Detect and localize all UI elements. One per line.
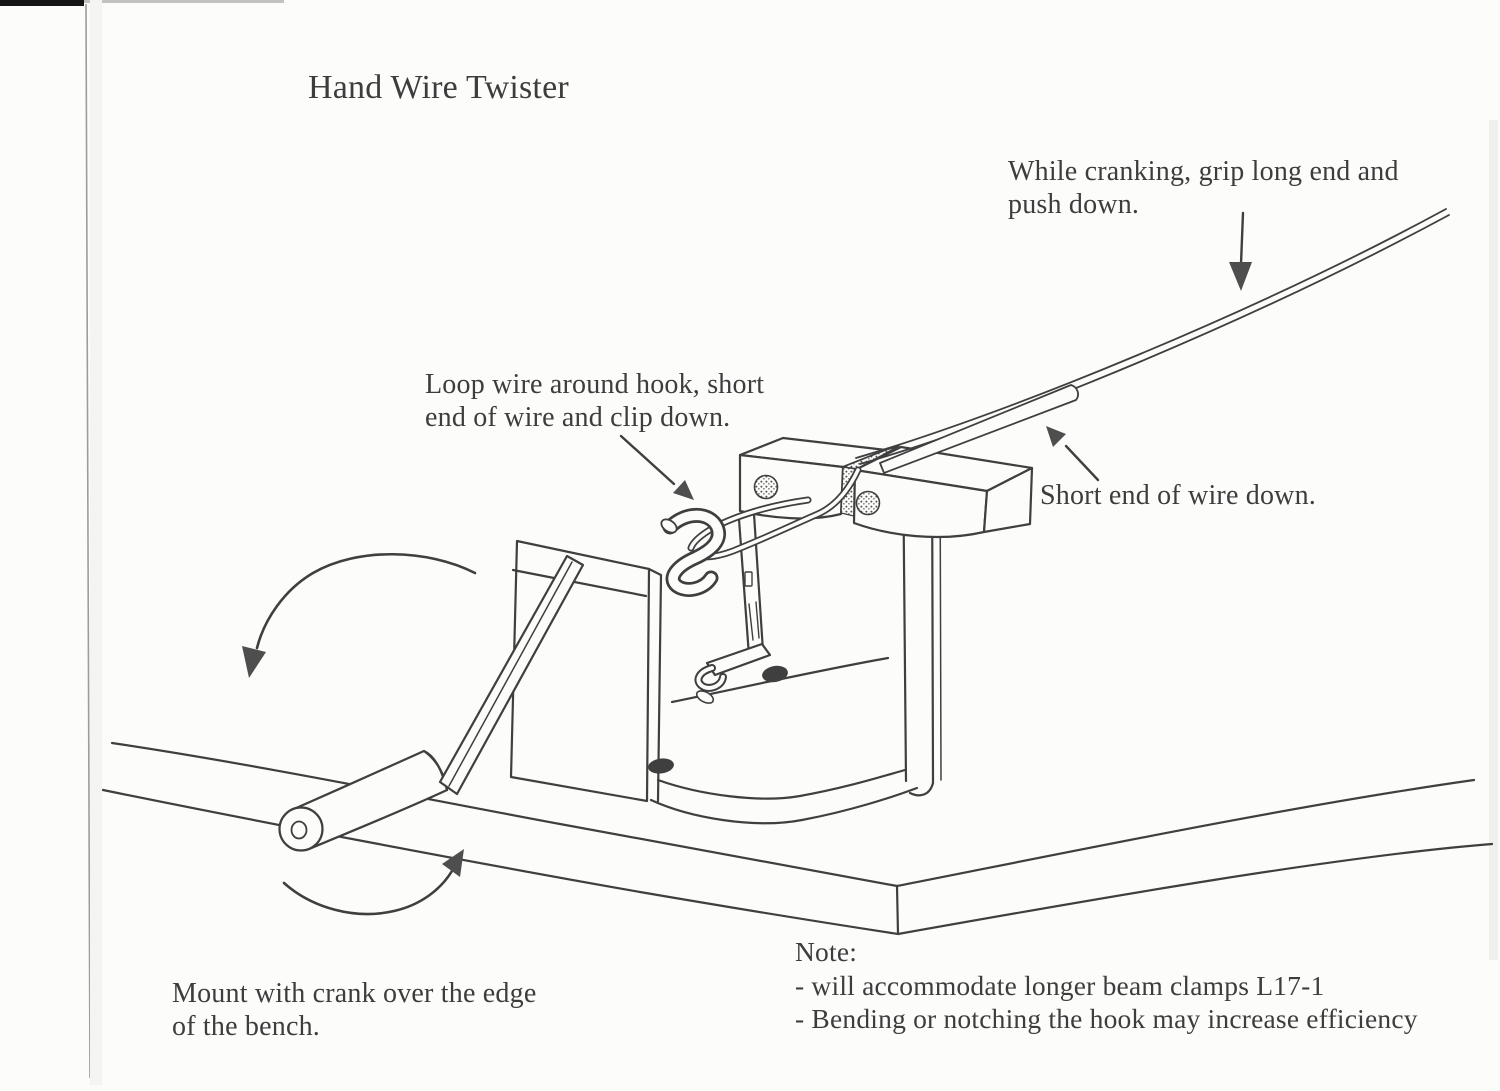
- pointer-arrow-loop-wire: [619, 434, 694, 500]
- pointer-arrow-short-end: [1046, 426, 1100, 482]
- rotation-arrow-lower: [282, 849, 464, 916]
- pointer-arrow-while-cranking: [1229, 211, 1252, 291]
- clamp-bolt-hole-left: [753, 474, 779, 500]
- note-item: - will accommodate longer beam clamps L1…: [795, 970, 1325, 1001]
- crank-arm: [438, 554, 585, 796]
- long-wire-end: [855, 208, 1450, 465]
- annotation-while-cranking: While cranking, grip long end and push d…: [1008, 156, 1399, 221]
- beam-clamp-blocks: [738, 436, 1034, 539]
- short-wire-end: [879, 384, 1079, 474]
- page-title: Hand Wire Twister: [308, 69, 569, 106]
- twist-hook: [660, 507, 726, 597]
- note-heading: Note:: [795, 936, 858, 967]
- annotation-mount: Mount with crank over the edge of the be…: [172, 978, 537, 1043]
- annotation-short-end: Short end of wire down.: [1040, 480, 1317, 511]
- crank-handle: [278, 749, 449, 852]
- note-item: - Bending or notching the hook may incre…: [795, 1003, 1418, 1034]
- rotation-arrow-upper: [242, 552, 477, 678]
- annotation-loop-wire: Loop wire around hook, short end of wire…: [425, 369, 765, 434]
- bench-top: [101, 741, 1494, 936]
- clamp-bolt-hole-right: [855, 490, 881, 516]
